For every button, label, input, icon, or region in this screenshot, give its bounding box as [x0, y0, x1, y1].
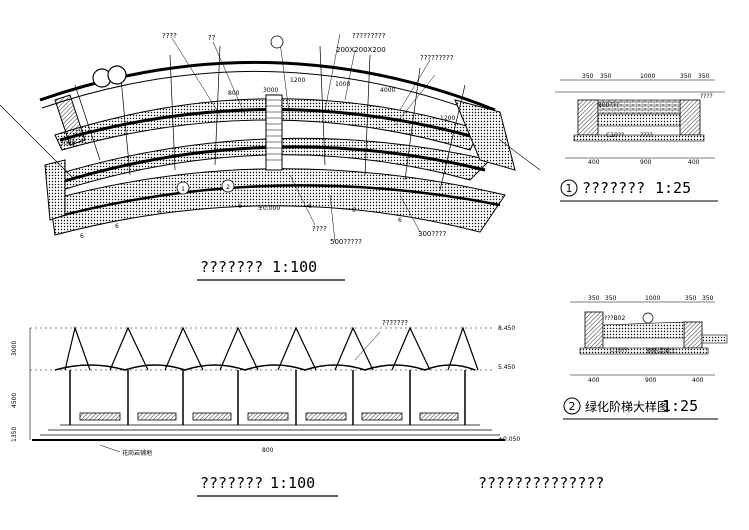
d2-bottom-dim-3: 400 [692, 377, 704, 384]
plan-callout-2: ?? [208, 34, 216, 42]
plan-callout-7: 500????? [330, 238, 362, 246]
detail1-title: ??????? [582, 179, 645, 197]
d1-top-dim-3: 1000 [640, 73, 655, 80]
d2-top-dim-1: 350 [588, 295, 600, 302]
elevation-view: 8.450 5.450 ±0.050 3000 4500 1350 800 ??… [11, 319, 520, 497]
plan-dim-1: 1200 [290, 77, 305, 84]
detail2-title: 绿化阶梯大样图 [585, 399, 669, 414]
elev-callout: ??????? [382, 319, 408, 327]
plan-dim-13: 6 [308, 203, 312, 210]
d2-label-2: C10?? [610, 347, 628, 354]
d2-top-dim-4: 350 [685, 295, 697, 302]
plan-callout-1: ???? [162, 32, 177, 40]
elev-level-1: 8.450 [498, 325, 515, 332]
d1-label-1: 800??? [598, 102, 619, 109]
elev-level-3: ±0.050 [498, 436, 520, 443]
plan-dim-2: 1000 [335, 81, 350, 88]
d2-label-1: ???B02 [604, 315, 625, 322]
plan-scale: 1:100 [272, 258, 317, 276]
detail-2: 350 350 1000 350 350 ???B02 C10?? 钢筋混凝土 … [563, 295, 728, 420]
elevation-title: ??????? [200, 474, 263, 492]
plan-callout-5: ????????? [420, 54, 454, 62]
detail2-number: 2 [569, 400, 576, 413]
plan-dim-5: 800 [228, 90, 240, 97]
plan-callout-4: 200X200X200 [336, 46, 386, 54]
plan-dim-14: 6 [352, 207, 356, 214]
d1-bottom-dim-3: 400 [688, 159, 700, 166]
d1-label-3: C10?? [606, 132, 624, 139]
detail1-scale: 1:25 [655, 179, 691, 197]
plan-dim-8: ±0.000 [258, 205, 280, 212]
plan-mark-1: 1 [181, 186, 185, 193]
detail2-scale: 1:25 [662, 397, 698, 415]
d1-top-dim-5: 350 [698, 73, 710, 80]
d2-bottom-dim-1: 400 [588, 377, 600, 384]
plan-mark-2: 2 [226, 184, 230, 191]
elev-dim-1: 3000 [11, 341, 18, 356]
d1-top-dim-4: 350 [680, 73, 692, 80]
d1-label-4: ???? [640, 132, 653, 139]
d1-top-dim-1: 350 [582, 73, 594, 80]
d2-label-3: 钢筋混凝土 [646, 347, 676, 355]
d1-top-dim-2: 350 [600, 73, 612, 80]
footer-title: ?????????????? [478, 474, 604, 492]
elev-dim-3: 1350 [11, 427, 18, 442]
plan-dim-10: 6 [115, 223, 119, 230]
plan-dim-4: 4000 [380, 87, 395, 94]
plan-dim-7: 1200 [440, 115, 455, 122]
plan-dim-6: 3000 [60, 140, 75, 147]
elev-level-2: 5.450 [498, 364, 515, 371]
plan-dim-9: 6 [80, 233, 84, 240]
d1-bottom-dim-2: 900 [640, 159, 652, 166]
plan-dim-12: 6 [238, 203, 242, 210]
plan-callout-8: 300???? [418, 230, 447, 238]
d2-bottom-dim-2: 900 [645, 377, 657, 384]
elevation-scale: 1:100 [270, 474, 315, 492]
plan-callout-6: ???? [312, 225, 327, 233]
plan-dim-11: 6 [158, 209, 162, 216]
elev-note: 花岗岩铺地 [122, 449, 152, 457]
plan-dim-3: 3000 [263, 87, 278, 94]
d2-top-dim-3: 1000 [645, 295, 660, 302]
d1-label-2: ???? [700, 93, 713, 100]
plan-dim-15: 6 [398, 217, 402, 224]
elev-bottom-dim: 800 [262, 447, 274, 454]
detail-1: 350 350 1000 350 350 800??? ???? C10?? ?… [555, 73, 725, 202]
d2-top-dim-2: 350 [605, 295, 617, 302]
plan-title: ??????? [200, 258, 263, 276]
detail1-number: 1 [566, 182, 573, 195]
plan-view: 1 2 ???? ?? ????????? 200X200X200 ??????… [0, 32, 541, 281]
d2-top-dim-5: 350 [702, 295, 714, 302]
d1-bottom-dim-1: 400 [588, 159, 600, 166]
plan-callout-3: ????????? [352, 32, 386, 40]
elev-dim-2: 4500 [11, 393, 18, 408]
